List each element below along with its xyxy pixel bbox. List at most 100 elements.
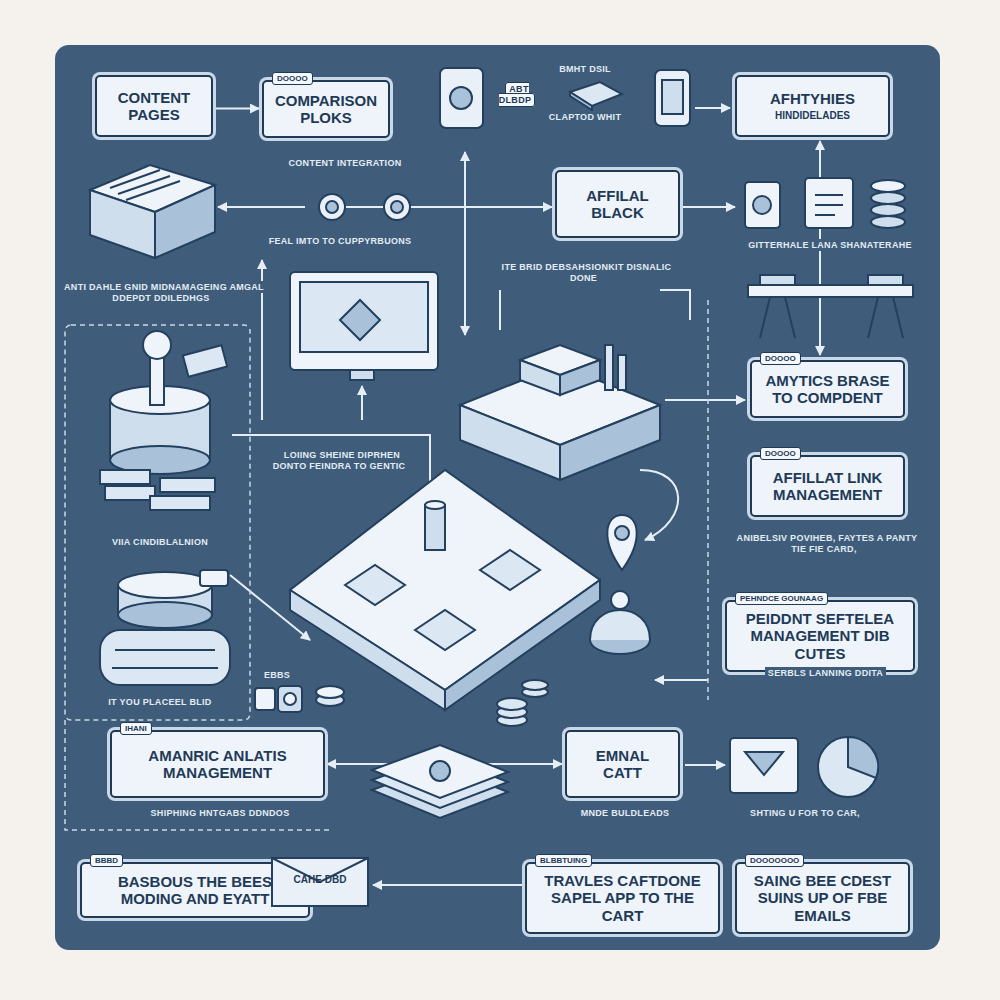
round-device [611, 591, 629, 609]
process-box: AFHTYHIESHINDIDELADES [735, 75, 890, 137]
coin-stack [522, 680, 548, 690]
top-right-icons [871, 216, 905, 228]
badge-icon [255, 686, 344, 712]
circle-icon [319, 194, 410, 220]
location-pin [615, 526, 629, 540]
platform [425, 501, 445, 509]
screen-icon [730, 738, 798, 793]
screen-icon [730, 738, 798, 793]
annotation-label: ANTI DAHLE GNID MIDNAMAGEING AMGAL DDEPD… [60, 282, 265, 305]
badge-icon [316, 686, 344, 698]
platform [290, 590, 445, 710]
server-block [520, 360, 560, 395]
dashed-region [65, 300, 708, 830]
box-title: AFFILAL BLACK [565, 187, 670, 222]
box-title: AMANRIC ANLATIS MANAGEMENT [120, 747, 315, 782]
annotation-label: CONTENT INTEGRATION [265, 158, 425, 169]
pie-chart [818, 737, 878, 797]
annotation-label: SERBLS LANNING DDITA [728, 668, 923, 679]
annotation-label: BMHT DSIL [540, 64, 630, 75]
phone-icon [655, 70, 690, 126]
stool-table [760, 275, 795, 285]
money-pot [200, 570, 228, 586]
envelope-node: CAHE DBD [270, 852, 370, 908]
server-block [605, 345, 613, 390]
flow-arrow [232, 435, 430, 495]
money-pot [150, 496, 210, 510]
top-right-icons [753, 196, 771, 214]
platform [445, 580, 600, 710]
badge-icon [255, 688, 275, 710]
device-icon [570, 82, 622, 106]
annotation-label: ANIBELSIV POVIHEB, FAYTES A PANTY TIE FI… [728, 533, 923, 556]
flow-arrow [464, 152, 466, 335]
annotation-label: EBBS [252, 670, 302, 681]
process-box: DOOOOAMYTICS BRASE TO COMPDENT [750, 360, 905, 418]
paper-stack [372, 745, 508, 798]
money-pot [183, 345, 227, 377]
stool-table [748, 285, 913, 297]
money-pot [143, 331, 171, 359]
flow-arrow [410, 206, 552, 208]
box-title: PEIDDNT SEFTELEA MANAGEMENT DIB CUTES [735, 610, 905, 662]
flow-arrow [655, 679, 708, 681]
annotation-label: GITTERHALE LANA SHANATERAHE [735, 240, 925, 251]
monitor-icon [300, 282, 428, 352]
money-pot [112, 650, 218, 668]
badge-icon [278, 686, 302, 712]
server-block [618, 355, 626, 390]
paper-stack [430, 761, 450, 781]
monitor-icon [290, 272, 438, 370]
document-box [90, 165, 215, 258]
money-pot [100, 570, 230, 685]
tag-label: DOOOO [760, 352, 801, 365]
paper-stack [372, 745, 508, 818]
annotation-label: MNDE BULDLEADS [545, 808, 705, 819]
top-right-icons [745, 182, 780, 228]
annotation-label: CLAPTOD WHIT [530, 112, 640, 123]
flow-arrow [345, 206, 384, 208]
tag-label: DOOOO [272, 72, 313, 85]
top-right-icons [871, 204, 905, 216]
server-block [560, 405, 660, 480]
stool-table [760, 297, 903, 338]
money-pot [100, 331, 227, 510]
screen-icon [745, 752, 783, 775]
process-box: CONTENT PAGES [95, 75, 213, 137]
tag-label: BLBBTUING [535, 854, 592, 867]
process-box: PEHNDCE GOUNAAGPEIDDNT SEFTELEA MANAGEME… [725, 600, 915, 672]
top-right-icons [871, 192, 905, 204]
pie-chart [818, 737, 878, 797]
flow-arrow [665, 399, 745, 401]
stool-table [868, 275, 903, 285]
money-pot [118, 572, 212, 598]
process-box: DOOOOOOOSAING BEE CDEST SUINS UP OF FBE … [735, 862, 910, 934]
top-right-icons [871, 180, 905, 192]
round-device [590, 591, 650, 654]
annotation-label: SHTING U FOR TO CAR, [715, 808, 895, 819]
flow-arrow [640, 470, 678, 540]
box-title: AMYTICS BRASE TO COMPDENT [760, 372, 895, 407]
envelope-body [272, 858, 368, 906]
box-title: CAHE DBD [294, 874, 347, 886]
device-icon [570, 82, 622, 110]
platform [290, 470, 600, 690]
circle-icon [384, 194, 410, 220]
annotation-label: ABT DLBDP [486, 84, 548, 107]
dashed-region [65, 325, 250, 720]
top-right-icons [745, 178, 905, 228]
box-title: AFFILLAT LINK MANAGEMENT [760, 469, 895, 504]
coin-stack [497, 698, 527, 710]
flow-arrow [685, 764, 725, 766]
platform [290, 470, 600, 710]
platform [480, 550, 540, 590]
annotation-label: SHIPHING HNTGABS DDNDOS [100, 808, 340, 819]
process-box: AFFILAL BLACK [555, 170, 680, 238]
annotation-label: FEAL IMTO TO CUPPYRBUONS [240, 236, 440, 247]
process-box: BLBBTUINGTRAVLES CAFTDONE SAPEL APP TO T… [525, 862, 720, 934]
stool-table [748, 275, 913, 338]
coin-stack [497, 680, 548, 726]
device-icon [570, 92, 592, 110]
phone-icon [440, 68, 690, 128]
money-pot [118, 602, 212, 628]
